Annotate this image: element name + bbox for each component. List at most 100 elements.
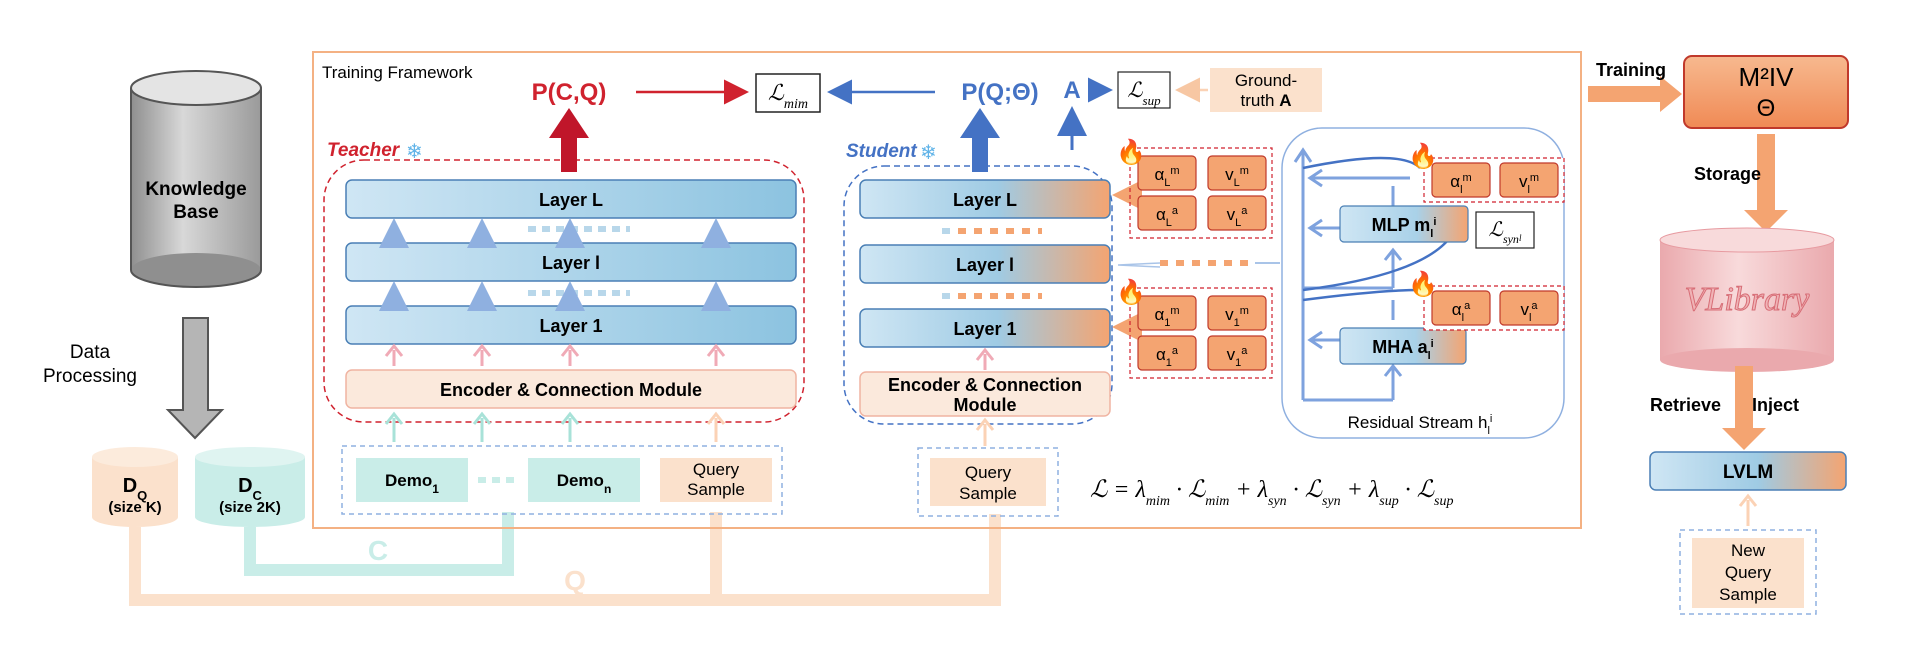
ground-truth-label-2: truth	[1240, 91, 1279, 110]
svg-text:vlm: vlm	[1519, 172, 1539, 196]
training-label: Training	[1596, 60, 1666, 80]
demo-1-label: Demo	[385, 471, 432, 490]
svg-text:vLa: vLa	[1227, 205, 1249, 229]
v-1-m-label: v	[1225, 305, 1234, 324]
vlibrary-cylinder: VLibrary	[1659, 227, 1835, 372]
v-l-m-label: v	[1519, 172, 1528, 191]
new-query-label-1: New	[1731, 541, 1766, 560]
residual-stream-panel	[1281, 127, 1565, 439]
svg-text:truth A: truth A	[1240, 91, 1291, 110]
training-arrow	[1588, 76, 1682, 112]
lvlm-box	[1649, 451, 1847, 491]
params-layer-1: α1m v1m α1a v1a 🔥	[1116, 278, 1273, 379]
mlp-box	[1339, 205, 1469, 243]
training-framework-title: Training Framework	[322, 63, 473, 82]
dq-size: (size K)	[108, 499, 161, 516]
student-layer-L	[859, 179, 1111, 219]
data-processing-label-2: Processing	[43, 366, 137, 387]
teacher-label: Teacher	[327, 140, 401, 161]
alpha-L-m-label: α	[1154, 165, 1164, 184]
svg-text:Layer 1: Layer 1	[539, 316, 602, 336]
a-label: A	[1063, 77, 1080, 104]
alpha-1-m-label: α	[1154, 305, 1164, 324]
snowflake-icon: ❄	[406, 141, 423, 163]
lmim-box	[755, 73, 821, 113]
svg-text:Residual Stream hli: Residual Stream hli	[1348, 413, 1493, 437]
fire-icon: 🔥	[1408, 142, 1438, 170]
svg-text:MHA ali: MHA ali	[1372, 337, 1433, 362]
m2iv-label: M²IV	[1739, 62, 1795, 92]
svg-text:Encoder & Connection Module: Encoder & Connection Module	[440, 380, 702, 400]
student-query-label-2: Sample	[959, 484, 1017, 503]
lsyn-label: ℒ	[1489, 219, 1504, 241]
teacher-encoder	[345, 369, 797, 409]
svg-text:αla: αla	[1452, 300, 1471, 324]
alpha-1-a-label: α	[1156, 345, 1166, 364]
storage-arrow	[1744, 134, 1788, 232]
svg-text:α1m: α1m	[1154, 305, 1179, 329]
data-processing-label-1: Data	[70, 342, 111, 363]
training-framework-box	[312, 51, 1582, 529]
student-query-label-1: Query	[965, 463, 1012, 482]
vlibrary-label: VLibrary	[1685, 281, 1811, 318]
svg-text:v1m: v1m	[1225, 305, 1249, 329]
retrieve-label: Retrieve	[1650, 395, 1721, 415]
student-layer-1	[859, 308, 1111, 348]
svg-text:Layer l: Layer l	[956, 255, 1014, 275]
teacher-query-label-2: Sample	[687, 480, 745, 499]
pcq-label: P(C,Q)	[532, 79, 607, 106]
student-input-box	[917, 447, 1059, 517]
teacher-output-arrow	[549, 108, 589, 172]
new-query-label-3: Sample	[1719, 585, 1777, 604]
mha-box	[1339, 327, 1467, 365]
ground-truth-label-1: Ground-	[1235, 71, 1297, 90]
svg-text:Layer l: Layer l	[542, 253, 600, 273]
knowledge-base: Knowledge Base	[130, 70, 262, 288]
retrieve-arrow	[1722, 366, 1766, 450]
svg-text:DQ: DQ	[123, 475, 148, 503]
svg-text:Layer 1: Layer 1	[953, 319, 1016, 339]
v-L-m-label: v	[1225, 165, 1234, 184]
pq-label: P(Q;Θ)	[961, 79, 1038, 106]
svg-text:αLa: αLa	[1156, 205, 1179, 229]
svg-text:MLP mli: MLP mli	[1372, 215, 1437, 240]
svg-text:Layer L: Layer L	[953, 190, 1017, 210]
data-processing-arrow	[165, 317, 225, 440]
student-query-box	[930, 458, 1046, 506]
v-L-a-label: v	[1227, 205, 1236, 224]
ground-truth-box	[1210, 68, 1322, 112]
alpha-l-m-label: α	[1450, 172, 1460, 191]
dc-size: (size 2K)	[219, 499, 281, 516]
alpha-l-a-label: α	[1452, 300, 1462, 319]
q-flow-line	[129, 514, 1001, 606]
svg-text:Demo1: Demo1	[385, 471, 439, 496]
new-query-label-2: Query	[1725, 563, 1772, 582]
params-layer-l-mha: αla vla 🔥	[1408, 270, 1565, 331]
params-layer-l-mlp: αlm vlm 🔥	[1408, 142, 1565, 203]
demo-n-box	[528, 458, 640, 502]
inject-label: Inject	[1752, 395, 1799, 415]
dc-label: D	[238, 475, 252, 497]
teacher-layers: Layer L Layer l Layer 1	[345, 179, 797, 409]
fire-icon: 🔥	[1116, 278, 1146, 306]
svg-text:ℒsup: ℒsup	[1127, 78, 1161, 108]
v-1-a-label: v	[1227, 345, 1236, 364]
fire-icon: 🔥	[1408, 270, 1438, 298]
loss-formula: ℒ = λmim · ℒmim + λsyn · ℒsyn + λsup · ℒ…	[1090, 477, 1453, 509]
student-label: Student	[846, 141, 917, 162]
theta-label: Θ	[1757, 95, 1776, 122]
svg-text:Layer L: Layer L	[539, 190, 603, 210]
q-flow-label: Q	[564, 565, 586, 596]
kb-label-1: Knowledge	[145, 179, 246, 200]
dc-dataset: DC (size 2K)	[195, 447, 305, 527]
lsyn-box	[1475, 211, 1535, 249]
lsup-box	[1117, 71, 1171, 109]
svg-text:αlm: αlm	[1450, 172, 1471, 196]
svg-text:DC: DC	[238, 475, 262, 503]
svg-text:αLm: αLm	[1154, 165, 1179, 189]
student-output-arrow	[960, 108, 1000, 172]
svg-text:Encoder & Connection: Encoder & Connection	[888, 375, 1082, 395]
kb-label-2: Base	[173, 202, 218, 223]
student-layer-l	[859, 244, 1111, 284]
